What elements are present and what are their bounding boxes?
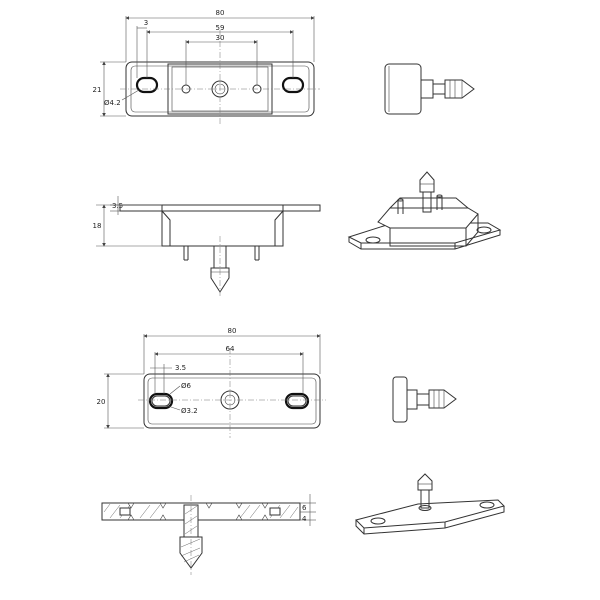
view1-top-view: 80 3 59 30 21 Ø4.2 — [93, 9, 320, 124]
dim-80-top: 80 — [216, 9, 225, 17]
dim-4: 4 — [302, 515, 307, 523]
right-slot — [281, 76, 305, 94]
view2-front-view: 3.5 18 — [93, 196, 321, 296]
dim-64: 64 — [226, 345, 235, 353]
dim-3-5-bottom: 3.5 — [175, 364, 186, 372]
view4-isometric — [355, 473, 505, 535]
dim-20: 20 — [97, 398, 106, 406]
dim-hole-3-2: Ø3.2 — [181, 407, 198, 415]
dim-59: 59 — [216, 24, 225, 32]
dim-21: 21 — [93, 86, 102, 94]
bottom-left-slot — [148, 392, 174, 410]
dim-80-bottom: 80 — [228, 327, 237, 335]
dim-30: 30 — [216, 34, 225, 42]
bottom-right-slot — [284, 392, 310, 410]
view3-side-view — [392, 376, 457, 423]
dim-3-5-side: 3.5 — [112, 202, 123, 210]
dim-6: 6 — [302, 504, 307, 512]
view3-bottom-view: 80 64 3.5 20 Ø6 Ø3.2 — [97, 327, 326, 438]
dim-3: 3 — [144, 19, 148, 27]
view4-section-view: 6 4 — [101, 494, 316, 575]
dim-hole-6: Ø6 — [181, 382, 192, 390]
left-slot — [135, 76, 159, 94]
dim-18: 18 — [93, 222, 102, 230]
view2-isometric — [347, 171, 502, 250]
dim-hole-4-2: Ø4.2 — [104, 99, 121, 107]
view1-side-view — [384, 63, 475, 115]
